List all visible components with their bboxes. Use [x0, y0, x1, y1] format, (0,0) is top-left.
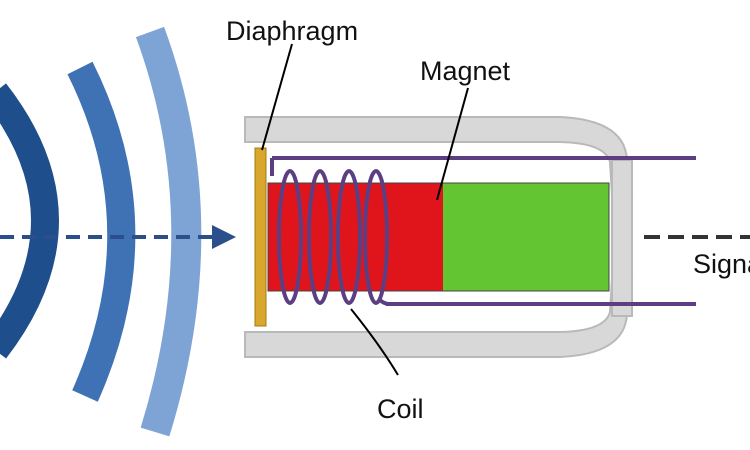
coil-loop-2 — [307, 169, 333, 305]
signal-label: Signal — [693, 249, 750, 279]
arrow-right-icon — [0, 225, 236, 249]
signal-wires — [270, 156, 696, 306]
sound-wave-2 — [67, 61, 136, 402]
coil-loop-3 — [336, 169, 362, 305]
coil-label: Coil — [377, 394, 424, 424]
arrow-head — [212, 225, 236, 249]
coil-loop-4 — [363, 169, 389, 305]
coil — [277, 169, 391, 306]
sound-wave-1 — [0, 83, 59, 359]
magnet-red-section — [268, 183, 443, 291]
sound-wave-3 — [135, 26, 202, 437]
coil-leader — [350, 308, 399, 376]
magnet — [267, 182, 610, 292]
coil-lead-out — [378, 298, 391, 306]
microphone-housing — [244, 116, 634, 358]
leader-lines — [261, 43, 469, 376]
diaphragm-label: Diaphragm — [226, 16, 358, 46]
sound-waves-icon — [0, 26, 202, 437]
diaphragm-leader — [261, 43, 293, 151]
magnet-label: Magnet — [420, 56, 511, 86]
diaphragm — [254, 147, 267, 327]
magnet-outline — [267, 182, 610, 292]
magnet-leader — [436, 87, 469, 201]
coil-loop-1 — [277, 169, 303, 305]
housing-end-wall — [611, 159, 633, 317]
magnet-green-section — [443, 183, 609, 291]
